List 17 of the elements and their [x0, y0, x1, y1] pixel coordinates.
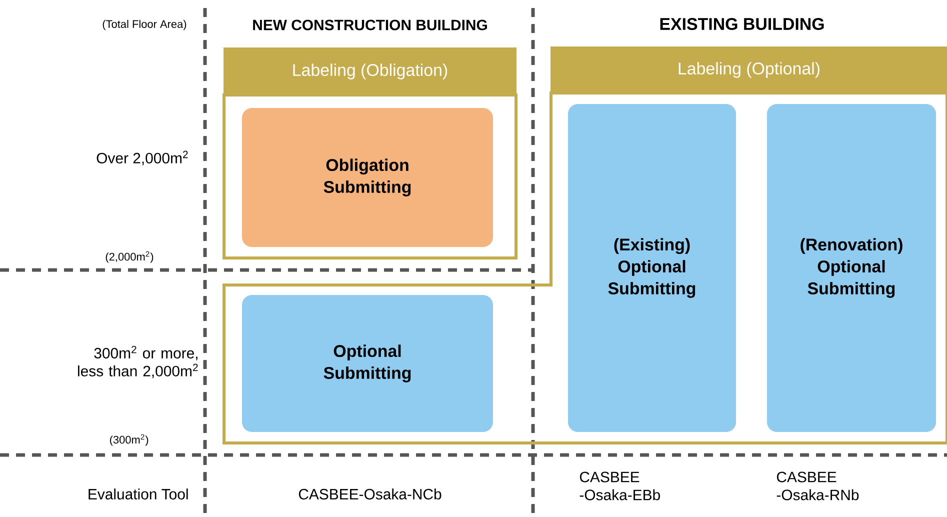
submitting-box: Optional Submitting	[242, 295, 493, 432]
submitting-box: Obligation Submitting	[242, 108, 493, 247]
tool-name: CASBEE -Osaka-RNb	[776, 472, 859, 500]
node-label: Labeling (Obligation)	[293, 64, 448, 80]
row-label: 300m$^{2}$ or more, less than 2,000m$^{2}$	[78, 346, 198, 378]
column-heading: NEW CONSTRUCTION BUILDING	[253, 20, 487, 30]
threshold-label: (300m$^{2}$)	[110, 434, 148, 446]
axis-title: (Total Floor Area)	[102, 20, 186, 30]
tool-name: CASBEE-Osaka-NCb	[298, 488, 442, 500]
column-heading: EXISTING BUILDING	[660, 18, 824, 30]
node-label: Labeling (Optional)	[678, 62, 820, 78]
submitting-box: (Renovation) Optional Submitting	[767, 104, 936, 432]
threshold-label: (2,000m$^{2}$)	[106, 251, 154, 263]
tool-name: CASBEE -Osaka-EBb	[580, 472, 660, 500]
submitting-box: (Existing) Optional Submitting	[568, 104, 736, 432]
row-label: Evaluation Tool	[88, 488, 188, 500]
row-label: Over 2,000m$^{2}$	[96, 150, 188, 166]
